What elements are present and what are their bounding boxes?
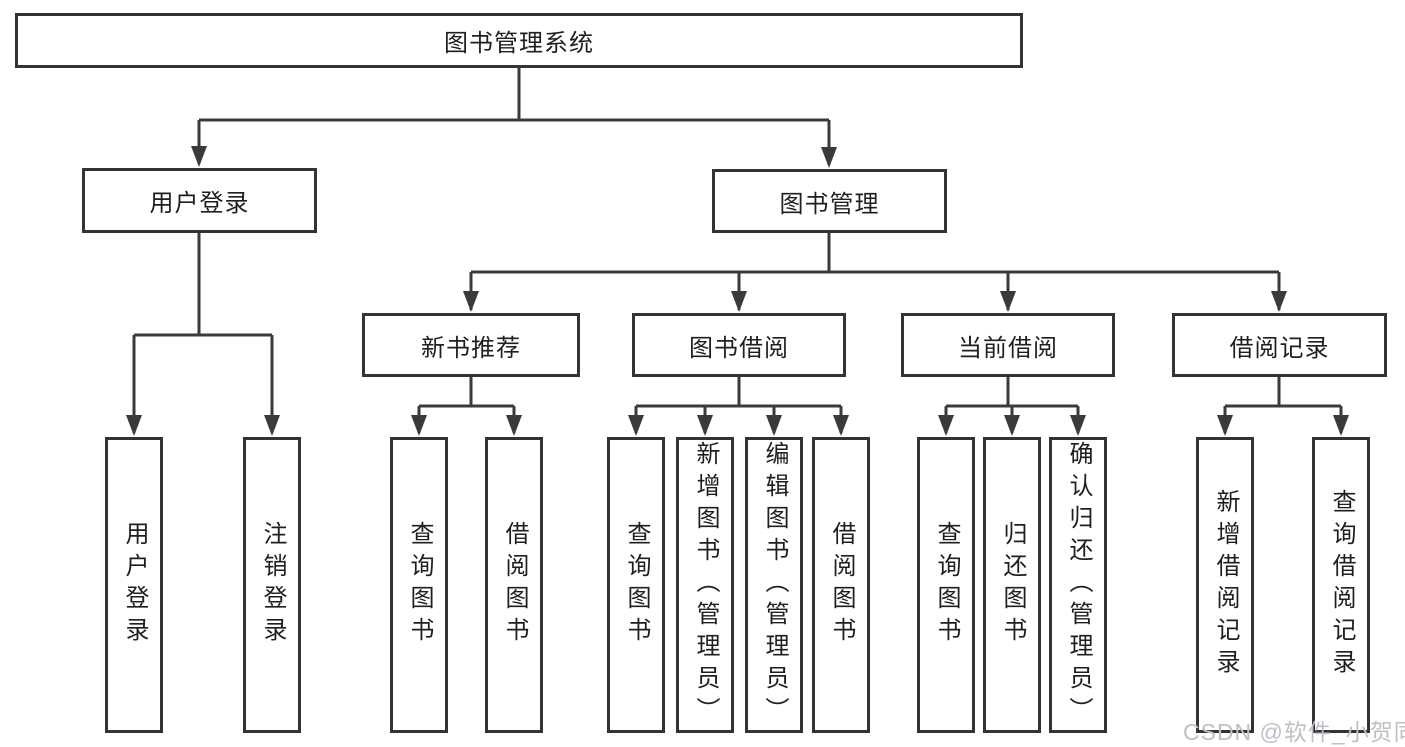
leaf-add-book-admin: 新增图书（管理员） <box>676 437 734 733</box>
node-current-borrow: 当前借阅 <box>901 313 1115 377</box>
leaf-user-login: 用户登录 <box>105 437 163 733</box>
node-borrow-record: 借阅记录 <box>1172 313 1387 377</box>
node-borrow-record-label: 借阅记录 <box>1229 334 1330 362</box>
node-current-borrow-label: 当前借阅 <box>958 334 1058 362</box>
leaf-borrow-book-label: 借阅图书 <box>828 521 855 649</box>
leaf-return-book-label: 归还图书 <box>999 521 1026 649</box>
leaf-query-book-recommend-label: 查询图书 <box>406 521 433 649</box>
leaf-edit-book-admin: 编辑图书（管理员） <box>745 437 803 733</box>
leaf-query-book-borrow: 查询图书 <box>607 437 665 733</box>
leaf-logout-login: 注销登录 <box>243 437 301 733</box>
leaf-confirm-return-admin: 确认归还（管理员） <box>1049 437 1107 733</box>
csdn-watermark: CSDN @软件_小贺同学 <box>1183 719 1405 745</box>
leaf-borrow-book-recommend: 借阅图书 <box>485 437 543 733</box>
leaf-query-book-current-label: 查询图书 <box>933 521 960 649</box>
leaf-user-login-label: 用户登录 <box>121 521 148 649</box>
leaf-query-book-borrow-label: 查询图书 <box>623 521 650 649</box>
leaf-return-book: 归还图书 <box>983 437 1041 733</box>
leaf-add-borrow-record-label: 新增借阅记录 <box>1212 489 1239 681</box>
node-book-management-label: 图书管理 <box>779 190 880 218</box>
leaf-borrow-book-recommend-label: 借阅图书 <box>501 521 528 649</box>
leaf-edit-book-admin-label: 编辑图书（管理员） <box>761 441 788 729</box>
leaf-add-borrow-record: 新增借阅记录 <box>1196 437 1254 733</box>
leaf-query-book-current: 查询图书 <box>917 437 975 733</box>
node-user-login: 用户登录 <box>82 168 317 233</box>
leaf-query-book-recommend: 查询图书 <box>390 437 448 733</box>
node-new-book-recommend: 新书推荐 <box>362 313 580 377</box>
node-book-management: 图书管理 <box>712 169 947 233</box>
arrowheads <box>126 146 1349 436</box>
leaf-query-borrow-record: 查询借阅记录 <box>1312 437 1370 733</box>
node-root-system-label: 图书管理系统 <box>444 30 594 57</box>
leaf-logout-login-label: 注销登录 <box>259 521 286 649</box>
node-book-borrow-label: 图书借阅 <box>689 334 789 362</box>
leaf-borrow-book: 借阅图书 <box>812 437 870 733</box>
node-user-login-label: 用户登录 <box>149 190 250 217</box>
leaf-confirm-return-admin-label: 确认归还（管理员） <box>1065 441 1092 729</box>
leaf-query-borrow-record-label: 查询借阅记录 <box>1328 489 1355 681</box>
node-book-borrow: 图书借阅 <box>632 313 846 377</box>
leaf-add-book-admin-label: 新增图书（管理员） <box>692 441 719 729</box>
node-new-book-recommend-label: 新书推荐 <box>421 334 521 362</box>
node-root-system: 图书管理系统 <box>15 13 1023 68</box>
